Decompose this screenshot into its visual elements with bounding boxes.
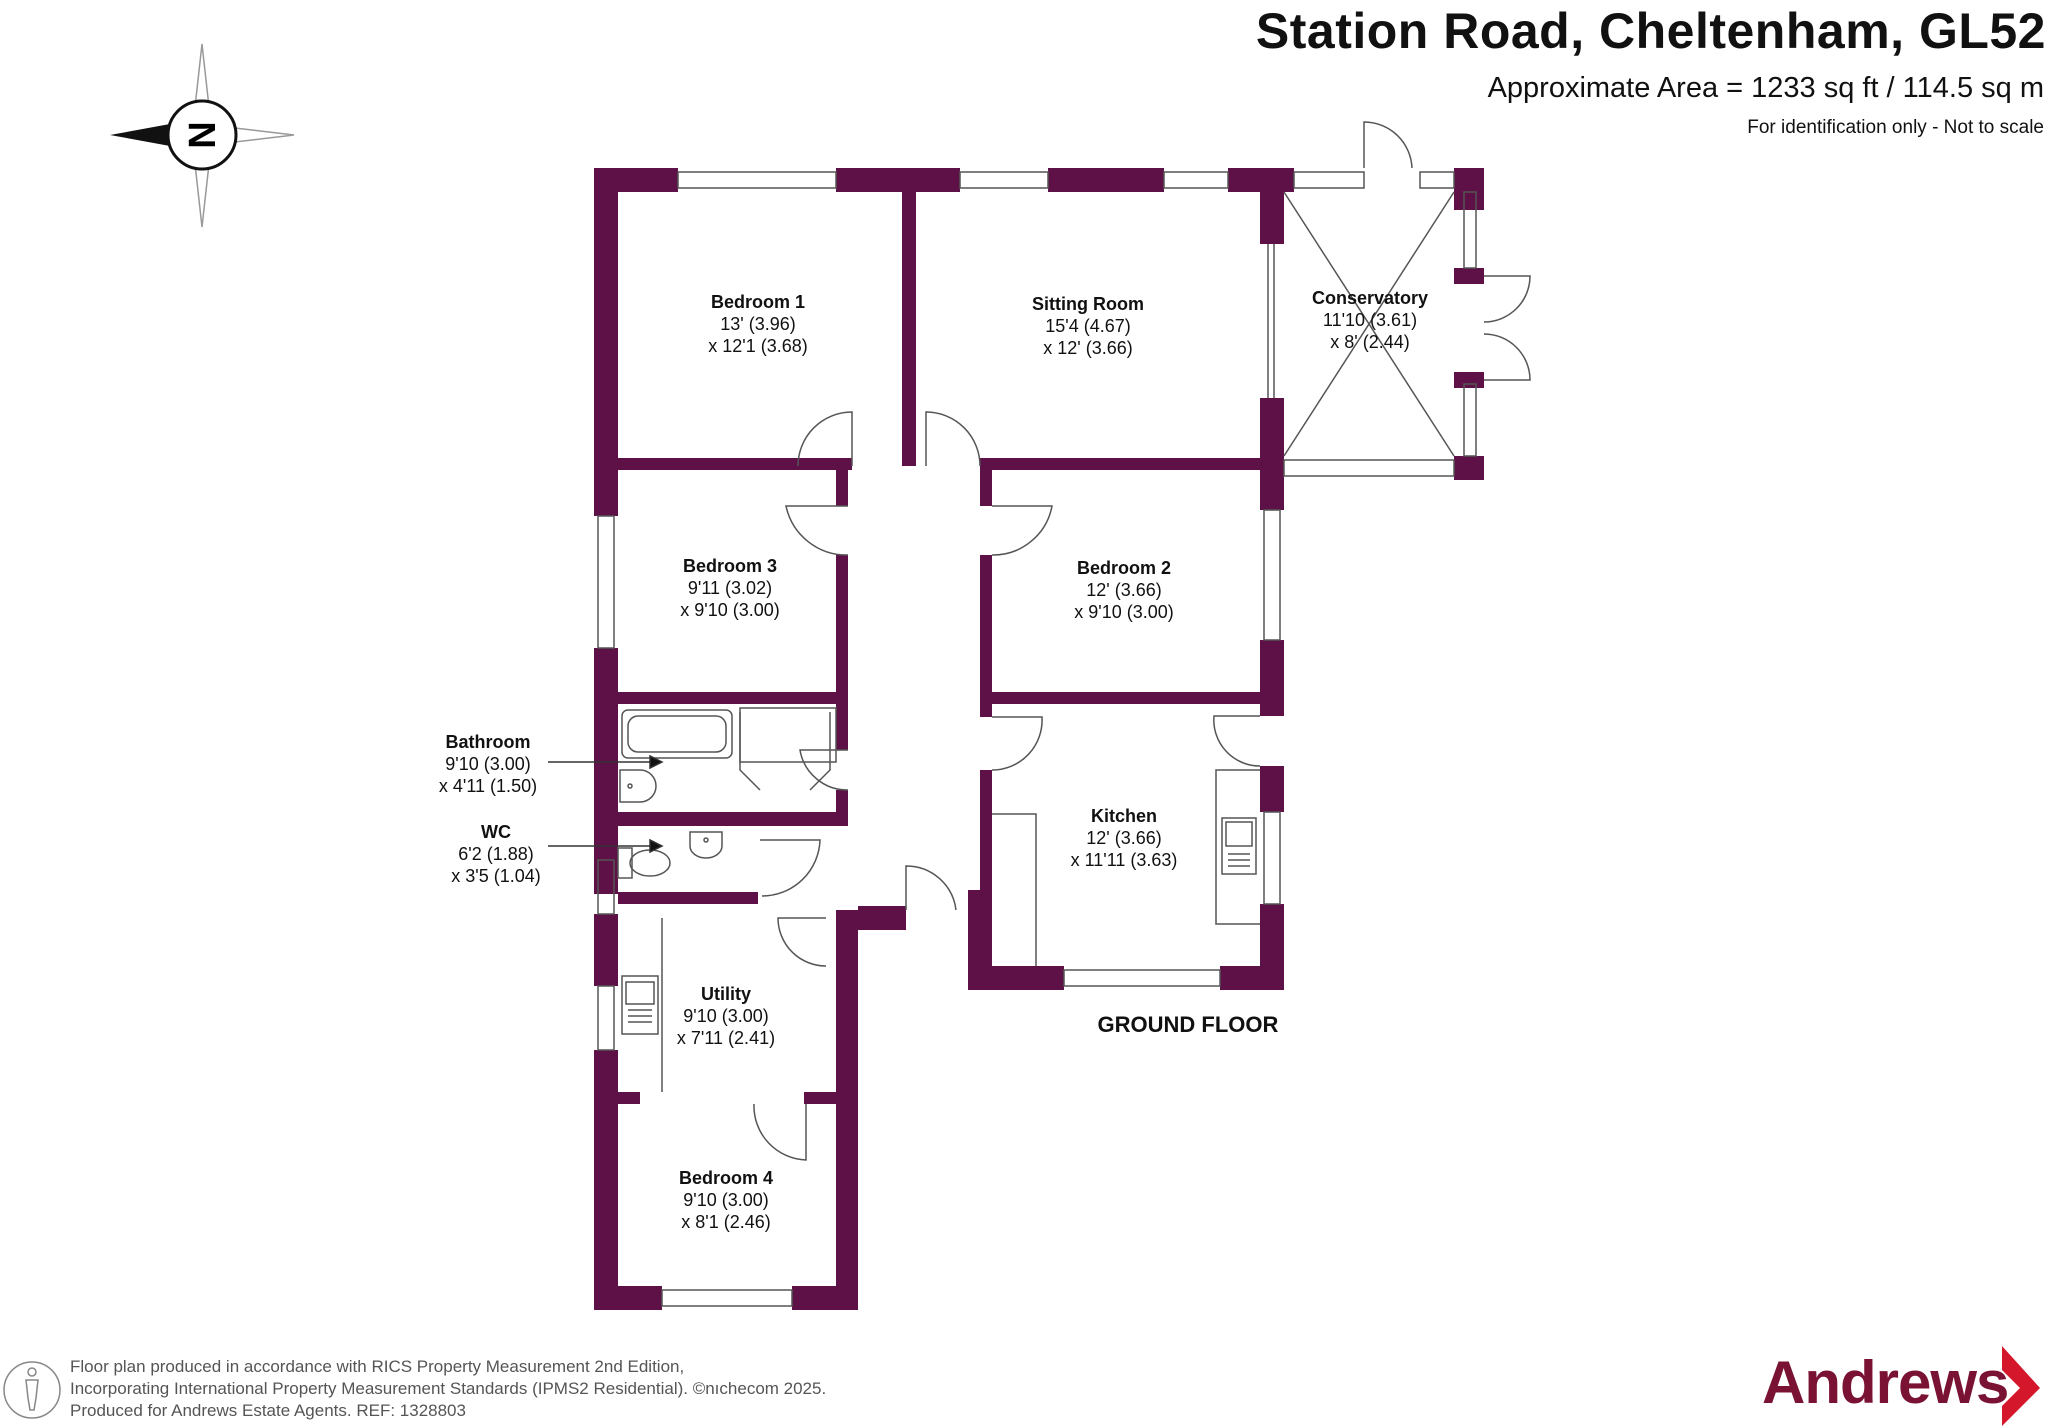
disclaimer: For identification only - Not to scale — [1747, 117, 2044, 138]
footer-line-3: Produced for Andrews Estate Agents. REF:… — [70, 1401, 466, 1420]
room-name-sitting: Sitting Room — [1032, 294, 1144, 314]
room-dim-bedroom4-a: 9'10 (3.00) — [683, 1190, 769, 1210]
kitchen-sink-icon — [1221, 817, 1257, 875]
bathroom-sink-icon — [619, 769, 657, 803]
footer-line-2: Incorporating International Property Mea… — [70, 1379, 827, 1398]
room-name-bedroom4: Bedroom 4 — [679, 1168, 773, 1188]
footer-line-1: Floor plan produced in accordance with R… — [70, 1357, 685, 1376]
label-arrows — [548, 754, 664, 854]
room-dim-kitchen-b: x 11'11 (3.63) — [1071, 850, 1178, 870]
room-dim-conservatory-a: 11'10 (3.61) — [1323, 310, 1417, 330]
room-dim-bedroom1-a: 13' (3.96) — [720, 314, 795, 334]
floor-label: GROUND FLOOR — [1098, 1012, 1279, 1037]
room-name-conservatory: Conservatory — [1312, 288, 1428, 308]
approximate-area: Approximate Area = 1233 sq ft / 114.5 sq… — [1487, 72, 2044, 104]
doors — [621, 121, 1531, 1161]
room-name-bathroom: Bathroom — [446, 732, 531, 752]
room-labels: Bedroom 1 13' (3.96) x 12'1 (3.68) Sitti… — [439, 288, 1428, 1232]
room-dim-bedroom2-b: x 9'10 (3.00) — [1074, 602, 1174, 622]
room-dim-bathroom-a: 9'10 (3.00) — [445, 754, 531, 774]
person-circle-icon — [3, 1361, 61, 1419]
room-dim-bedroom1-b: x 12'1 (3.68) — [708, 336, 808, 356]
wc-sink-icon — [689, 831, 723, 859]
andrews-chevron-icon — [2002, 1346, 2040, 1426]
room-dim-utility-b: x 7'11 (2.41) — [677, 1028, 775, 1048]
footer-credits: Floor plan produced in accordance with R… — [70, 1356, 826, 1422]
windows — [597, 171, 1477, 1307]
compass-icon: N — [110, 43, 295, 228]
compass-north-label: N — [182, 121, 224, 148]
room-dim-kitchen-a: 12' (3.66) — [1086, 828, 1161, 848]
room-name-bedroom3: Bedroom 3 — [683, 556, 777, 576]
room-dim-bedroom4-b: x 8'1 (2.46) — [681, 1212, 770, 1232]
toilet-icon — [617, 847, 671, 879]
room-dim-sitting-a: 15'4 (4.67) — [1045, 316, 1131, 336]
room-name-utility: Utility — [701, 984, 751, 1004]
room-name-kitchen: Kitchen — [1091, 806, 1157, 826]
property-title: Station Road, Cheltenham, GL52 — [1255, 3, 2046, 59]
utility-sink-icon — [621, 975, 659, 1035]
fixtures — [617, 769, 1257, 1035]
brand-logo: Andrews — [1762, 1349, 2009, 1416]
room-dim-wc-b: x 3'5 (1.04) — [451, 866, 540, 886]
room-dim-bedroom3-b: x 9'10 (3.00) — [680, 600, 780, 620]
walls — [594, 168, 1484, 1310]
conservatory-roof — [1283, 191, 1455, 457]
room-dim-conservatory-b: x 8' (2.44) — [1330, 332, 1409, 352]
room-name-wc: WC — [481, 822, 511, 842]
room-dim-bedroom3-a: 9'11 (3.02) — [688, 578, 772, 598]
room-dim-bedroom2-a: 12' (3.66) — [1086, 580, 1161, 600]
room-name-bedroom1: Bedroom 1 — [711, 292, 805, 312]
room-name-bedroom2: Bedroom 2 — [1077, 558, 1171, 578]
room-dim-utility-a: 9'10 (3.00) — [683, 1006, 769, 1026]
room-dim-sitting-b: x 12' (3.66) — [1043, 338, 1132, 358]
room-dim-bathroom-b: x 4'11 (1.50) — [439, 776, 537, 796]
room-dim-wc-a: 6'2 (1.88) — [458, 844, 533, 864]
